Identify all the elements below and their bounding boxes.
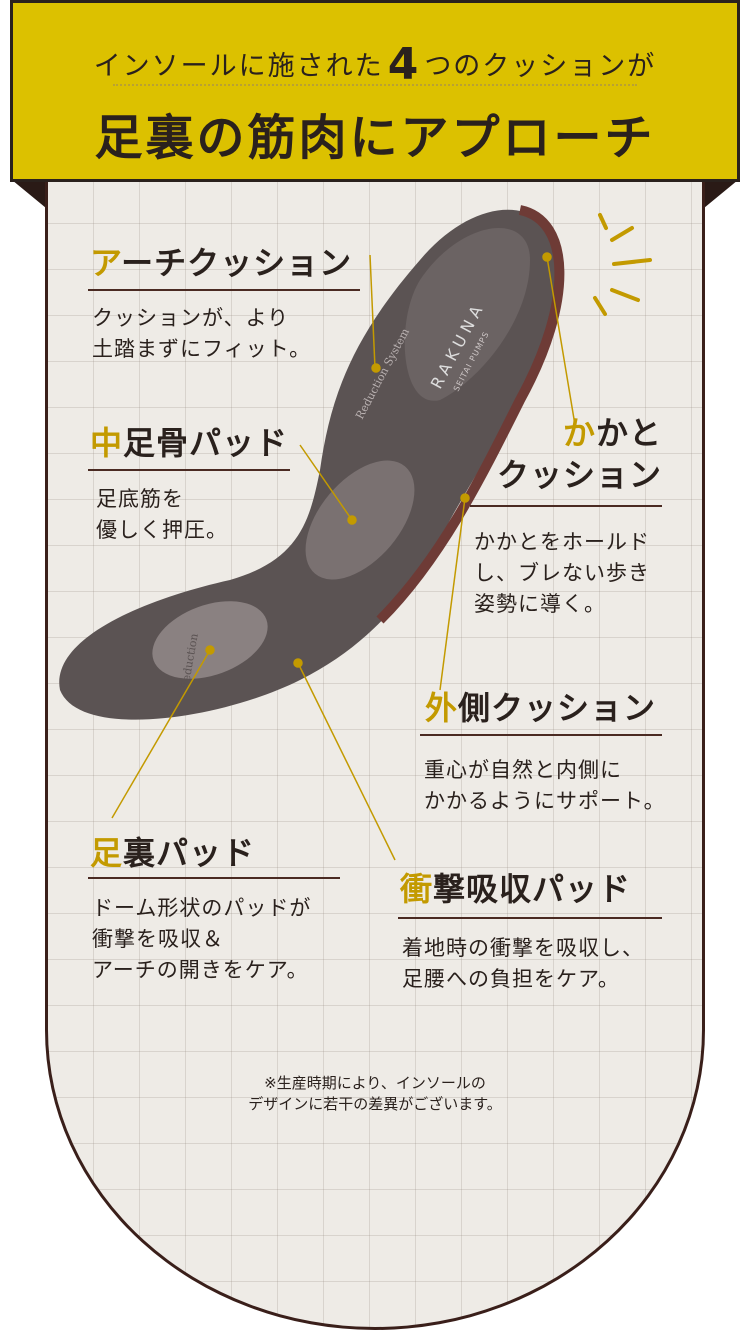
label-sole-pad: 足裏パッド xyxy=(90,828,255,874)
desc-shock-pad: 着地時の衝撃を吸収し、 足腰への負担をケア。 xyxy=(402,936,644,991)
label-heel-cushion: かかとクッション xyxy=(497,412,662,496)
label-accent: 中 xyxy=(90,424,124,462)
label-accent: 外 xyxy=(425,689,459,727)
label-arch-cushion: アーチクッション xyxy=(90,238,352,284)
label-accent: 足 xyxy=(90,834,124,872)
footnote: ※生産時期により、インソールの デザインに若干の差異がございます。 xyxy=(248,1074,502,1113)
underline xyxy=(88,877,340,879)
label-accent: 衝 xyxy=(400,870,434,908)
desc-heel-cushion: かかとをホールド し、ブレない歩き 姿勢に導く。 xyxy=(474,530,650,616)
metatarsal-pad xyxy=(305,460,415,580)
underline xyxy=(398,917,662,919)
label-text: 側クッション xyxy=(458,689,657,727)
label-text-line2: クッション xyxy=(496,456,662,494)
desc-metatarsal-pad: 足底筋を 優しく押圧。 xyxy=(96,487,228,542)
label-accent: か xyxy=(562,414,596,452)
label-text: 足骨パッド xyxy=(123,424,289,462)
label-outer-cushion: 外側クッション xyxy=(425,683,656,729)
label-text: 裏パッド xyxy=(123,834,256,872)
ribbon-fold-left xyxy=(12,180,46,208)
subtitle-pre: インソールに施された xyxy=(93,51,384,82)
desc-arch-cushion: クッションが、より 土踏まずにフィット。 xyxy=(92,306,312,361)
label-shock-pad: 衝撃吸収パッド xyxy=(400,864,631,910)
subtitle-post: つのクッションが xyxy=(424,51,657,82)
sparkle-icon xyxy=(593,213,652,316)
page-title: 足裏の筋肉にアプローチ xyxy=(94,110,656,166)
toe-pad xyxy=(152,601,268,679)
dotted-divider xyxy=(113,84,637,86)
leader-lines xyxy=(111,252,576,861)
subtitle-number: 4 xyxy=(387,39,421,90)
underline xyxy=(470,505,662,507)
label-text: かと xyxy=(595,414,662,452)
ribbon-fold-right xyxy=(704,180,738,208)
insole-heel-edge xyxy=(376,205,565,624)
label-metatarsal-pad: 中足骨パッド xyxy=(90,418,288,464)
insole-illustration: RAKUNA SEITAI PUMPS Reduction System Red… xyxy=(59,205,652,861)
underline xyxy=(88,469,290,471)
label-text: 撃吸収パッド xyxy=(433,870,632,908)
desc-sole-pad: ドーム形状のパッドが 衝撃を吸収＆ アーチの開きをケア。 xyxy=(92,896,312,982)
heel-cup xyxy=(404,227,530,401)
underline xyxy=(88,289,360,291)
desc-outer-cushion: 重心が自然と内側に かかるようにサポート。 xyxy=(424,758,666,813)
label-text: ーチクッション xyxy=(121,244,353,282)
label-accent: ア xyxy=(90,244,122,282)
underline xyxy=(420,734,662,736)
